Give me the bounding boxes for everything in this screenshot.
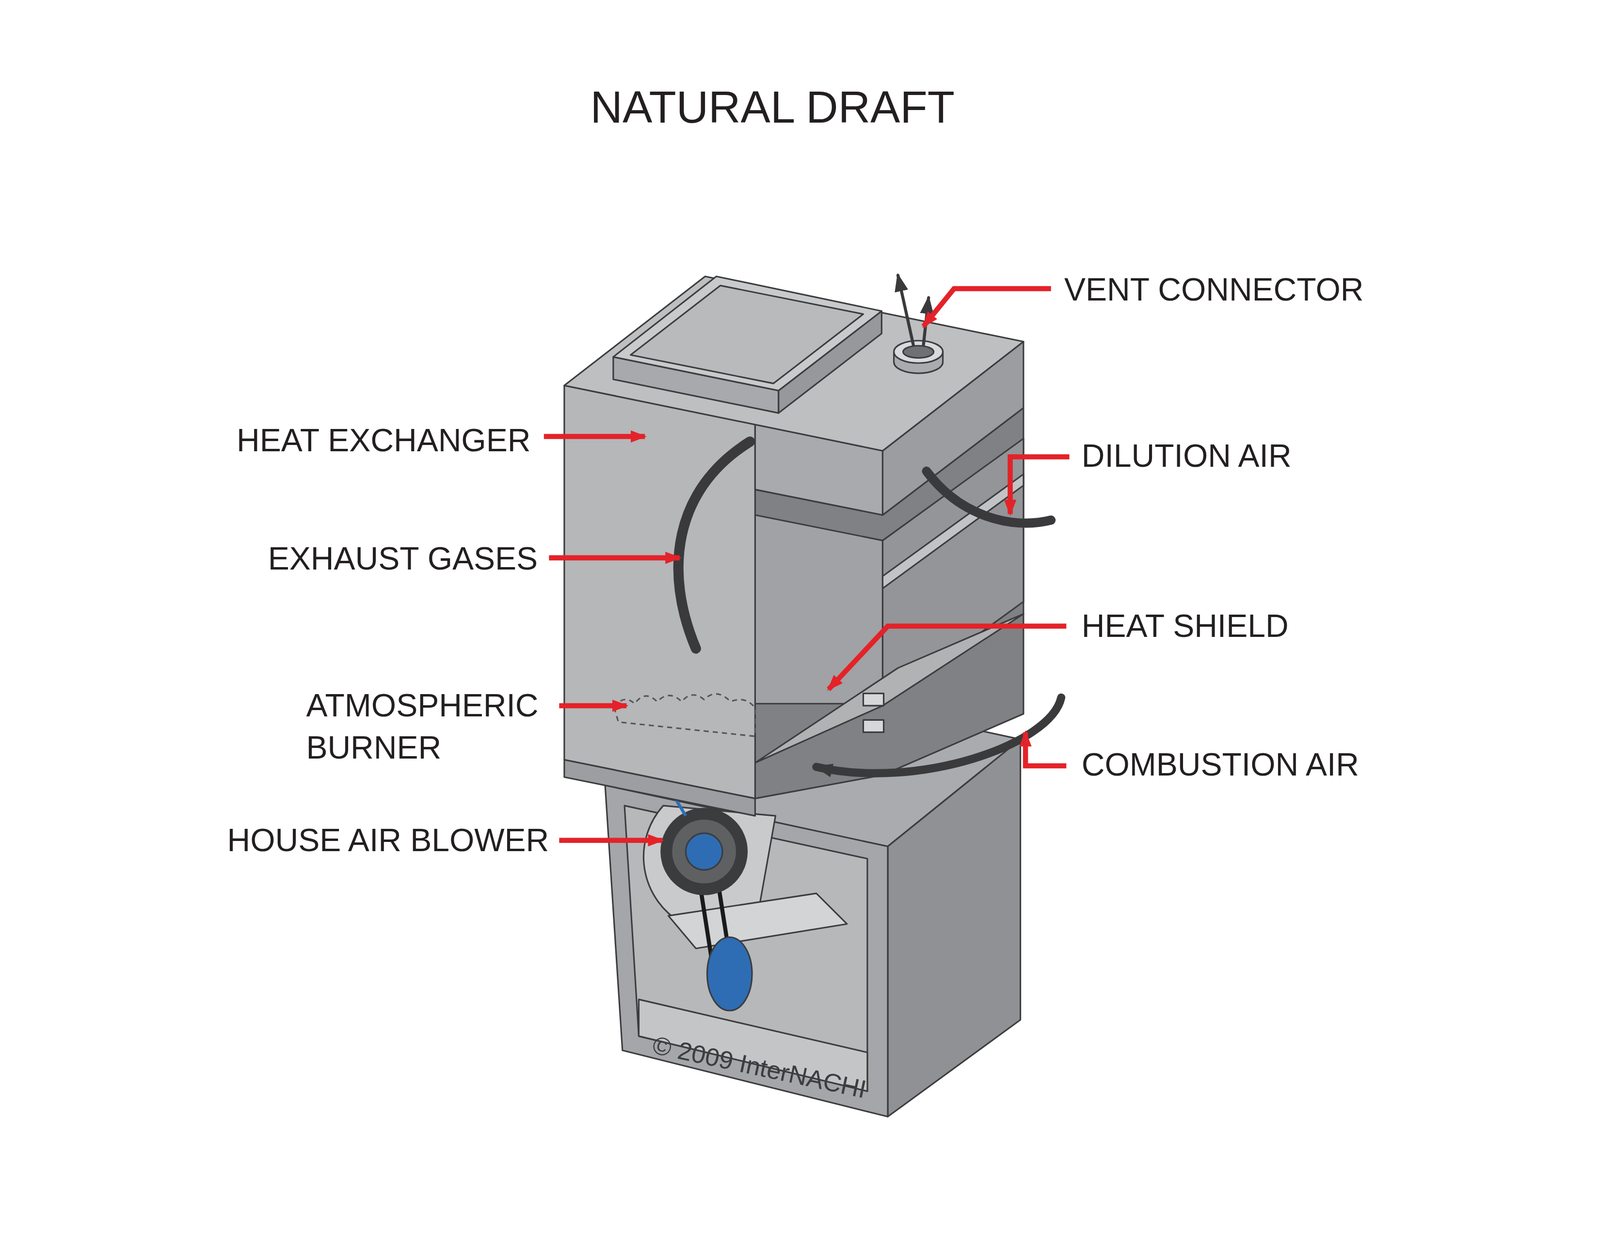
atmospheric-burner [614, 694, 755, 737]
blower-wheel-rim [671, 818, 737, 885]
leader-arrow [544, 433, 645, 440]
part-label: COMBUSTION AIR [1081, 746, 1360, 785]
vent-opening [903, 345, 934, 358]
blower-wheel [661, 808, 748, 895]
heat-exchanger-panel [564, 385, 756, 799]
part-label: DILUTION AIR [1081, 436, 1292, 476]
cabinet-top [564, 276, 1024, 451]
part-label: HEAT EXCHANGER [236, 421, 531, 461]
heat-shield-plate [754, 614, 1024, 764]
plenum-top [613, 276, 882, 391]
part-label: HOUSE AIR BLOWER [226, 821, 549, 861]
blower-motor [706, 937, 752, 1011]
blower-hub [685, 833, 723, 871]
part-label: ATMOSPHERIC BURNER [305, 684, 549, 769]
motor-mount [668, 893, 848, 949]
leader-arrow [559, 837, 663, 844]
part-label: EXHAUST GASES [268, 540, 538, 579]
leader-arrow [923, 288, 1052, 327]
plenum-rim [630, 285, 864, 384]
vent-flow [897, 275, 914, 345]
part-label: HEAT SHIELD [1081, 607, 1289, 646]
gas-pipe [863, 693, 884, 706]
upper-cabinet-base [564, 759, 756, 816]
dilution-flow [926, 471, 1052, 524]
lower-cabinet-front [605, 785, 888, 1118]
lower-cabinet-side [887, 739, 1021, 1117]
leader-arrow [548, 555, 680, 561]
copyright-watermark: © 2009 InterNACHI [649, 1030, 869, 1105]
vent-connector [894, 340, 944, 364]
exhaust-flow [678, 441, 751, 649]
leader-arrow [1025, 732, 1067, 767]
gas-pipe [863, 720, 884, 733]
leader-arrow [828, 626, 1067, 690]
inner-panel [754, 515, 883, 704]
part-label: VENT CONNECTOR [1064, 270, 1364, 309]
leader-arrow [1010, 457, 1070, 515]
diagram-title: NATURAL DRAFT [590, 80, 955, 134]
leader-arrow [559, 703, 627, 709]
